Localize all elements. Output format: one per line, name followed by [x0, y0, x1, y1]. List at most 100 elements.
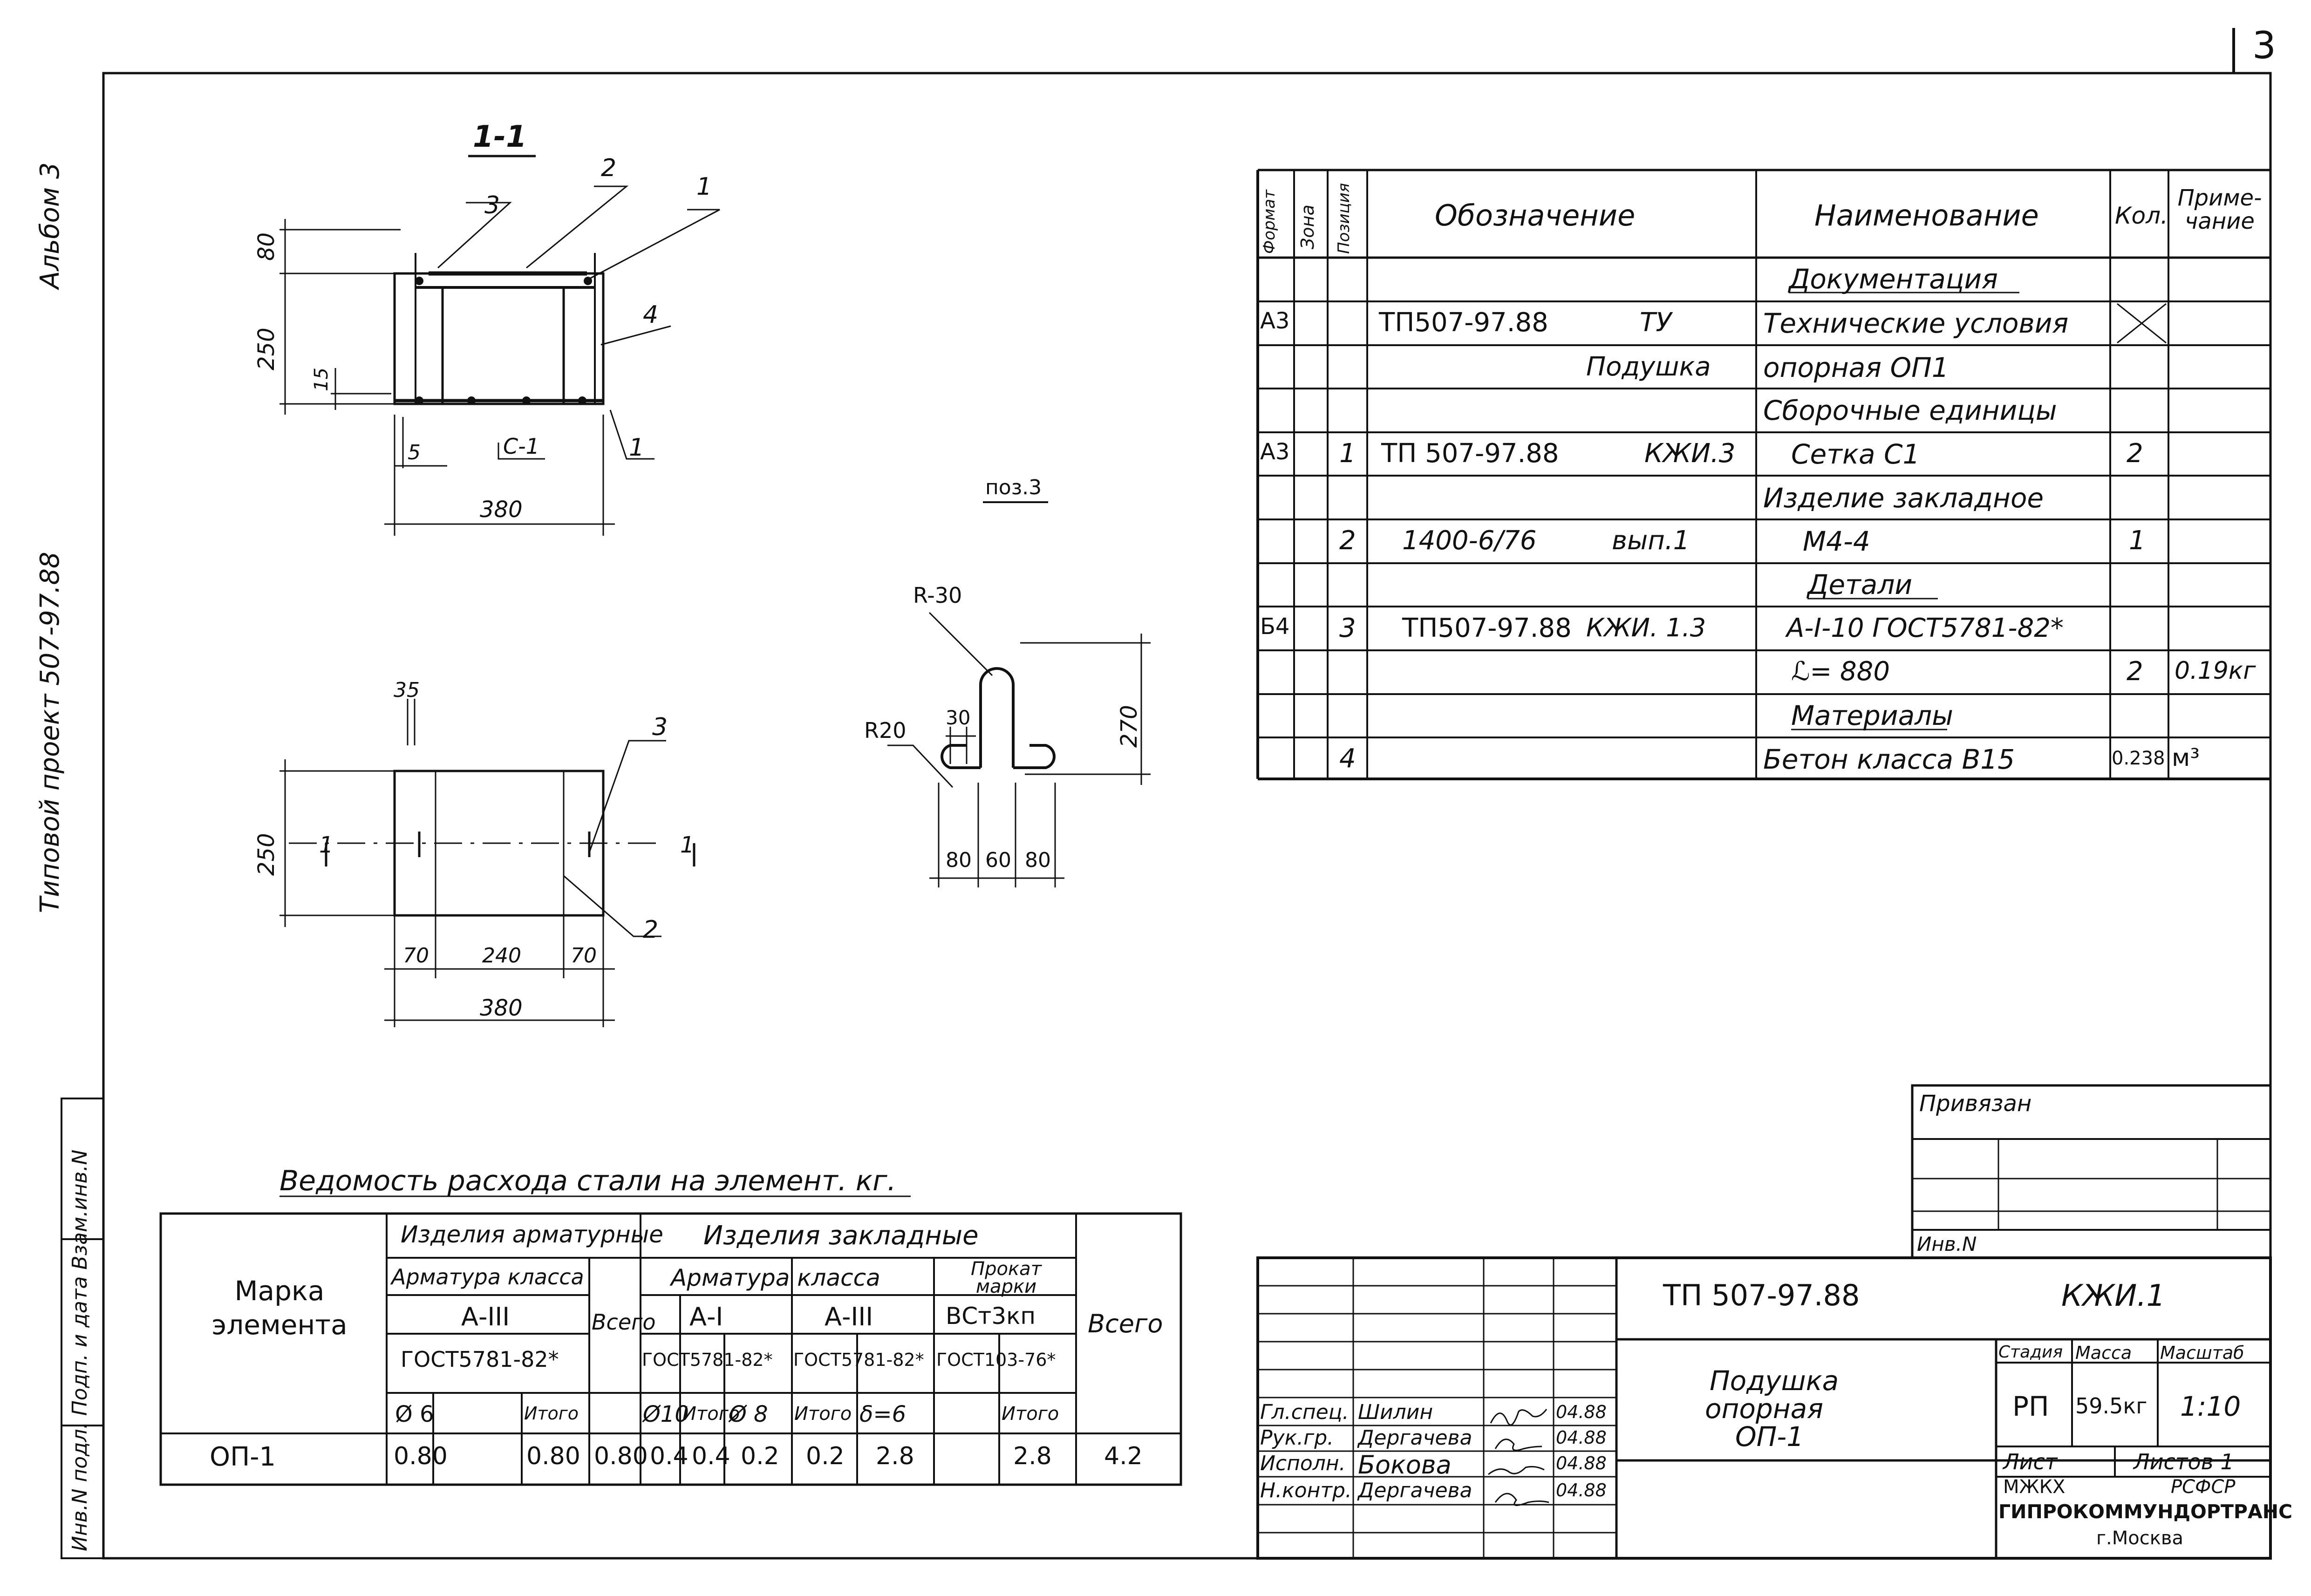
steel-h-rebar-class: Арматура класса [391, 1264, 584, 1289]
spec-row-qty: 1 [2129, 525, 2146, 556]
detail-80-right: 80 [1025, 848, 1051, 872]
detail-270: 270 [1116, 705, 1142, 748]
plan-dim-70-left: 70 [403, 944, 429, 968]
plan-cut-right: 1 [680, 832, 695, 858]
spec-h-format: Формат [1260, 190, 1279, 254]
section-title: 1-1 [473, 120, 527, 154]
callout-c1: С-1 [503, 434, 539, 459]
dim-380-top: 380 [480, 497, 523, 523]
sheet-frame [103, 73, 2270, 1558]
detail-r20: R20 [864, 718, 907, 743]
spec-row-name: Бетон класса В15 [1763, 743, 2015, 775]
spec-row-designation: 1400-6/76 [1402, 525, 1537, 556]
steel-row-v9: 2.8 [1013, 1442, 1052, 1470]
tb-list: Лист [2003, 1449, 2058, 1474]
spec-row-name: Сетка С1 [1791, 438, 1920, 470]
steel-row-v4: 0.4 [650, 1442, 689, 1470]
tb-sheet-code: КЖИ.1 [2061, 1279, 2166, 1313]
spec-h-pos: Позиция [1335, 183, 1353, 254]
callout-2: 2 [601, 154, 617, 182]
sheet-number: 3 [2252, 24, 2276, 67]
detail-dims [887, 613, 1151, 887]
callout-4: 4 [643, 301, 659, 329]
spec-table-grid [1258, 170, 2270, 779]
tb-name1: Подушка [1710, 1365, 1839, 1397]
tb-inv: Инв.N [1917, 1233, 1977, 1255]
album-label: Альбом 3 [35, 162, 65, 289]
detail-80-left: 80 [946, 848, 972, 872]
spec-row-pos: 1 [1339, 438, 1356, 469]
spec-row-designation2: вып.1 [1612, 525, 1690, 556]
spec-row-name: Документация [1789, 263, 1998, 295]
spec-row-pos: 3 [1339, 613, 1356, 643]
spec-row-qty: 2 [2127, 656, 2143, 687]
signer-date: 04.88 [1556, 1402, 1607, 1422]
tb-h-scale: Масштаб [2160, 1343, 2244, 1363]
steel-h-gost4: ГОСТ103-76* [936, 1350, 1056, 1370]
detail-r30: R-30 [913, 583, 962, 608]
spec-h-name: Наименование [1814, 198, 2039, 232]
steel-row-v7: 0.2 [806, 1442, 845, 1470]
spec-row-designation2: Подушка [1586, 352, 1711, 382]
plan-lines [280, 699, 694, 1027]
steel-table-title: Ведомость расхода стали на элемент. кг. [280, 1165, 896, 1197]
spec-row-designation2: КЖИ. 1.3 [1586, 613, 1706, 642]
title-block-grid [1258, 1085, 2270, 1558]
steel-table-grid [161, 1196, 1181, 1485]
tb-h-mass: Масса [2075, 1343, 2132, 1363]
spec-row-qty: 0.238 [2112, 748, 2165, 769]
signer-date: 04.88 [1556, 1427, 1607, 1448]
steel-h-gost2: ГОСТ5781-82* [642, 1350, 773, 1370]
signer-name: Дергачева [1358, 1426, 1472, 1450]
tb-name3: ОП-1 [1735, 1421, 1804, 1453]
spec-h-designation: Обозначение [1435, 198, 1636, 232]
spec-row-name: А-I-10 ГОСТ5781-82* [1786, 613, 2064, 643]
project-label: Типовой проект 507-97.88 [35, 552, 65, 913]
steel-h-rebar-class2: Арматура класса [671, 1264, 880, 1291]
signer-role: Гл.спец. [1260, 1400, 1349, 1424]
steel-row-v10: 4.2 [1104, 1442, 1143, 1470]
spec-row-qty: 2 [2127, 438, 2143, 469]
signer-name: Шилин [1358, 1400, 1433, 1424]
plan-dim-240: 240 [482, 944, 521, 968]
steel-row-v5: 0.4 [692, 1442, 730, 1470]
tb-name2: опорная [1705, 1393, 1824, 1425]
plan-callout-2: 2 [643, 916, 659, 944]
signer-date: 04.88 [1556, 1453, 1607, 1473]
dim-250: 250 [253, 327, 280, 370]
plan-callout-3: 3 [652, 713, 668, 741]
tb-code: ТП 507-97.88 [1663, 1278, 1860, 1312]
spec-row-name: опорная ОП1 [1763, 352, 1949, 383]
steel-h-total1: Всего [592, 1310, 656, 1335]
plan-dim-70-right: 70 [571, 944, 597, 968]
plan-dim-380: 380 [480, 995, 523, 1021]
spec-row-format: Б4 [1260, 614, 1290, 640]
steel-h-s6: δ=6 [859, 1401, 907, 1427]
spec-row-name: ℒ= 880 [1791, 656, 1890, 687]
tb-city: г.Москва [2096, 1528, 2183, 1549]
spec-h-qty: Кол. [2115, 202, 2168, 229]
spec-row-name: Изделие закладное [1763, 482, 2044, 514]
spec-row-designation2: КЖИ.3 [1644, 438, 1736, 469]
detail-title: поз.3 [985, 476, 1042, 499]
spec-row-name: Технические условия [1763, 307, 2069, 339]
steel-h-a1: А-I [689, 1302, 723, 1331]
spec-row-designation: ТП507-97.88 [1379, 307, 1548, 338]
steel-h-vst: ВСт3кп [946, 1303, 1036, 1330]
steel-row-v3: 0.80 [594, 1442, 648, 1470]
signer-role: Н.контр. [1260, 1479, 1352, 1502]
steel-h-gost3: ГОСТ5781-82* [793, 1350, 924, 1370]
steel-h-rolled: Прокат марки [971, 1258, 1042, 1297]
steel-h-d6: Ø 6 [395, 1401, 434, 1427]
tb-privyazan: Привязан [1919, 1091, 2032, 1117]
steel-h-a3: А-III [461, 1302, 510, 1331]
tb-h-stage: Стадия [1998, 1343, 2063, 1362]
steel-h-itogo3: Итого [794, 1403, 852, 1425]
tb-stage: РП [2012, 1391, 2049, 1422]
spec-row-name: Детали [1807, 569, 1913, 600]
spec-row-format: А3 [1260, 308, 1290, 334]
detail-lines [942, 502, 1054, 768]
spec-h-note: Приме-чание [2177, 185, 2262, 235]
steel-h-gost1: ГОСТ5781-82* [401, 1347, 559, 1372]
tb-scale: 1:10 [2180, 1391, 2241, 1422]
